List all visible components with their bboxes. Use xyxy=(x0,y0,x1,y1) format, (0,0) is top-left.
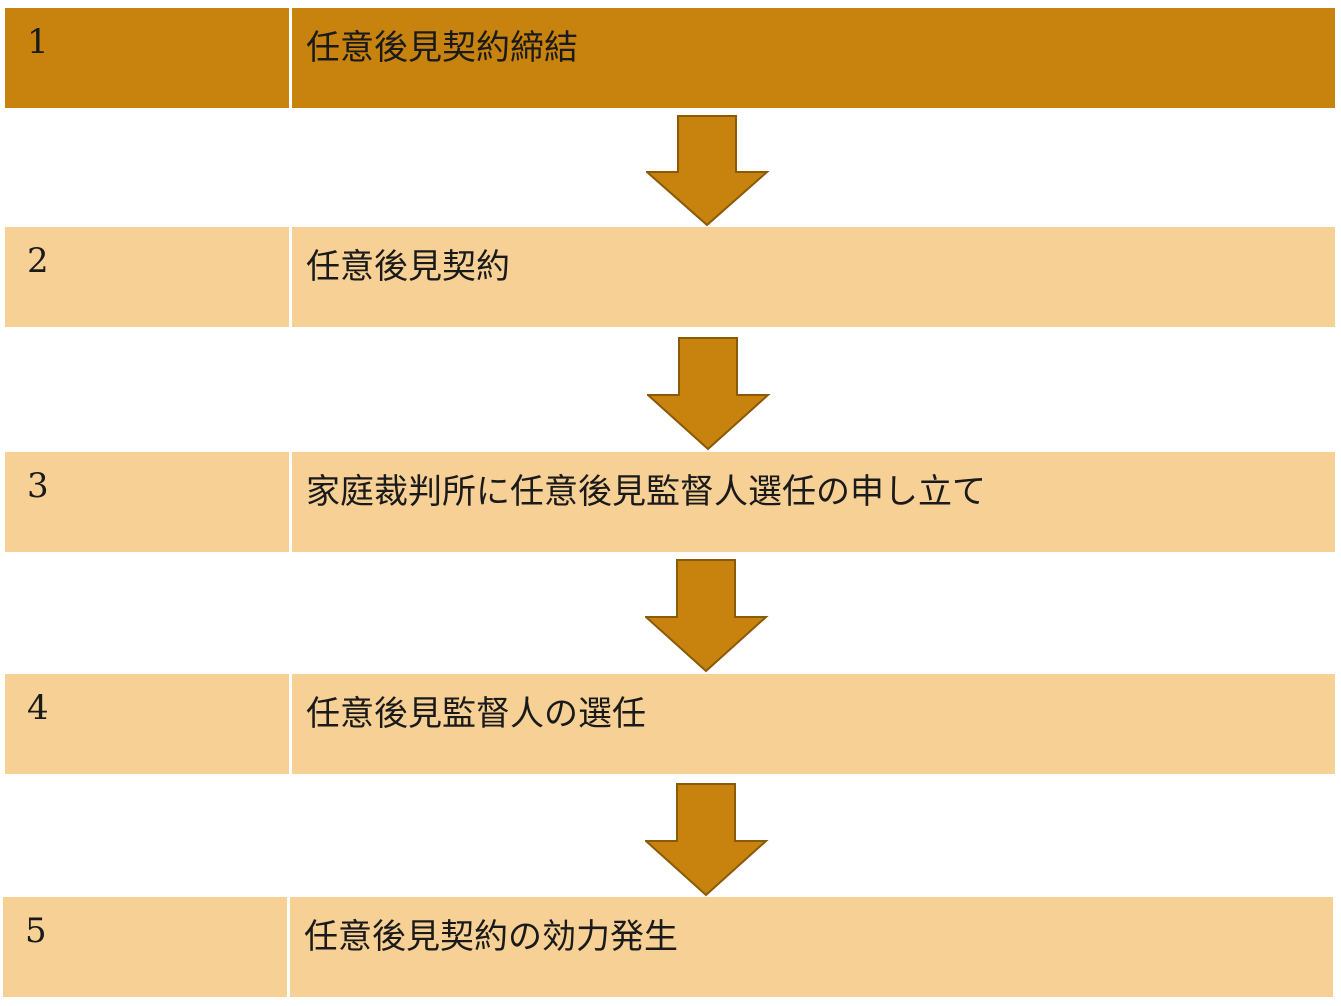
step-label: 任意後見契約締結 xyxy=(306,28,578,68)
step-label: 任意後見監督人の選任 xyxy=(306,694,646,734)
down-arrow-icon xyxy=(647,337,771,451)
down-arrow-icon xyxy=(645,783,769,897)
down-arrow-icon xyxy=(645,559,769,673)
step-number: 1 xyxy=(5,8,292,108)
step-label: 任意後見契約の効力発生 xyxy=(304,917,678,957)
step-number: 3 xyxy=(5,452,292,552)
flow-step-1: 1 任意後見契約締結 xyxy=(5,8,1335,108)
flow-step-5: 5 任意後見契約の効力発生 xyxy=(3,897,1333,997)
step-number: 5 xyxy=(3,897,290,997)
down-arrow-icon xyxy=(646,115,770,227)
step-number: 4 xyxy=(5,674,292,774)
flow-step-4: 4 任意後見監督人の選任 xyxy=(5,674,1335,774)
step-label: 家庭裁判所に任意後見監督人選任の申し立て xyxy=(306,472,986,512)
flow-step-2: 2 任意後見契約 xyxy=(5,227,1335,327)
step-label: 任意後見契約 xyxy=(306,247,510,287)
flow-step-3: 3 家庭裁判所に任意後見監督人選任の申し立て xyxy=(5,452,1335,552)
step-number: 2 xyxy=(5,227,292,327)
